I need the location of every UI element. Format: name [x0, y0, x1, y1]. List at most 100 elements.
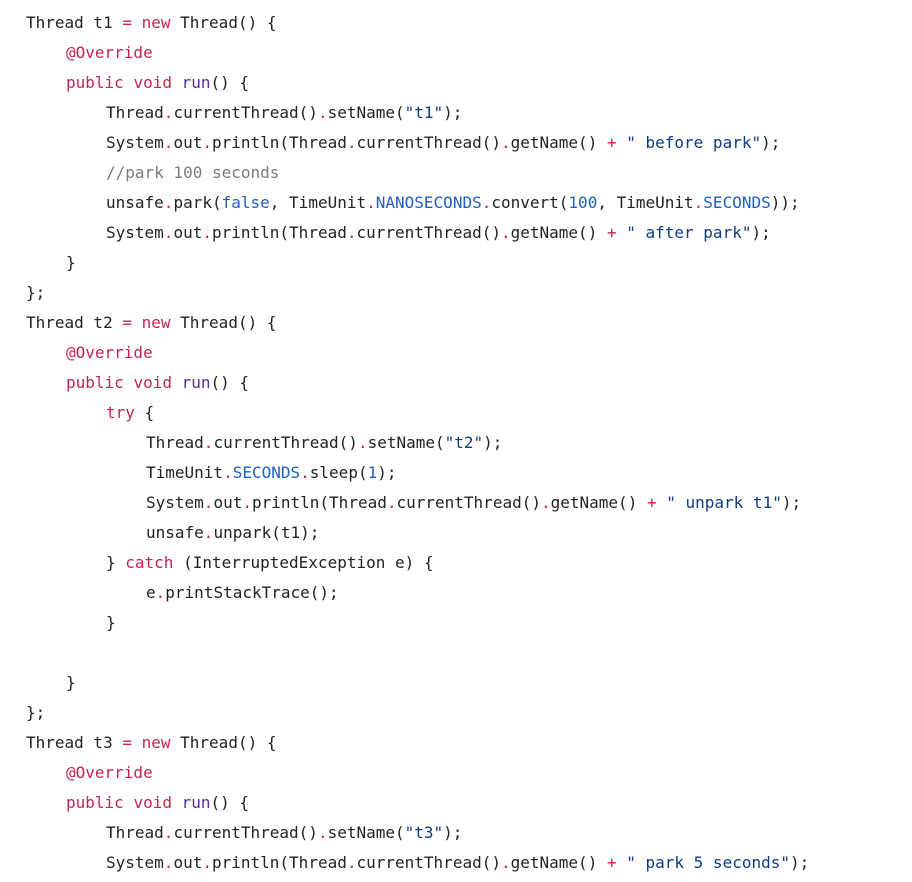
code-token: unpark(t1);	[213, 523, 320, 542]
code-token: .	[693, 193, 704, 212]
code-token	[132, 13, 142, 32]
code-token: out	[173, 223, 203, 242]
code-token: , TimeUnit	[597, 193, 694, 212]
code-token: e	[146, 583, 156, 602]
code-token: 1	[367, 463, 378, 482]
code-token: .	[386, 493, 397, 512]
code-token: }	[106, 553, 126, 572]
code-token: System	[106, 223, 164, 242]
code-line: }	[106, 608, 116, 638]
code-token: .	[163, 223, 174, 242]
code-token: getName()	[510, 853, 607, 872]
code-token: new	[141, 313, 171, 332]
code-token: );	[751, 223, 771, 242]
code-line: public void run() {	[66, 68, 249, 98]
code-token	[172, 373, 182, 392]
code-token: .	[242, 493, 252, 512]
code-token: .	[500, 223, 511, 242]
code-token: );	[761, 133, 781, 152]
code-line: public void run() {	[66, 788, 249, 818]
code-token: unsafe	[146, 523, 204, 542]
code-token: new	[141, 13, 171, 32]
code-token: currentThread()	[173, 103, 318, 122]
code-line: Thread.currentThread().setName("t3");	[106, 818, 462, 848]
code-token: setName(	[327, 103, 405, 122]
code-token: =	[122, 733, 132, 752]
code-token: currentThread()	[356, 133, 501, 152]
code-token: out	[173, 133, 203, 152]
code-token: "t1"	[404, 103, 444, 122]
code-token: out	[213, 493, 243, 512]
code-token: Thread	[146, 433, 204, 452]
code-token: currentThread()	[356, 853, 501, 872]
code-token	[124, 793, 134, 812]
code-token: () {	[210, 373, 250, 392]
code-token: currentThread()	[173, 823, 318, 842]
code-token	[132, 313, 142, 332]
code-token: () {	[210, 73, 250, 92]
code-line: }	[66, 668, 76, 698]
code-token	[617, 223, 627, 242]
code-token: SECONDS	[232, 463, 301, 482]
code-token: Thread() {	[170, 313, 277, 332]
code-token: .	[500, 853, 511, 872]
code-line: }	[66, 248, 76, 278]
code-line: TimeUnit.SECONDS.sleep(1);	[146, 458, 396, 488]
code-token: Thread t2	[26, 313, 123, 332]
code-token: run	[181, 73, 211, 92]
code-token: .	[357, 433, 368, 452]
code-token: .	[163, 193, 174, 212]
code-token: Thread	[106, 103, 164, 122]
code-token: park(	[173, 193, 222, 212]
code-token: .	[202, 133, 212, 152]
code-token	[617, 133, 627, 152]
code-token: run	[181, 793, 211, 812]
code-token: +	[606, 133, 617, 152]
code-token: run	[181, 373, 211, 392]
code-token: getName()	[550, 493, 647, 512]
code-line: };	[26, 698, 45, 728]
code-token: () {	[210, 793, 250, 812]
code-token: +	[646, 493, 657, 512]
code-token: void	[133, 73, 172, 92]
code-token: Thread() {	[170, 13, 277, 32]
code-token: public	[66, 793, 124, 812]
code-token: setName(	[367, 433, 445, 452]
code-token: .	[203, 493, 214, 512]
code-token: setName(	[327, 823, 405, 842]
code-token: +	[606, 853, 617, 872]
code-token: false	[221, 193, 270, 212]
code-token: System	[106, 853, 164, 872]
code-token: currentThread()	[213, 433, 358, 452]
code-line: System.out.println(Thread.currentThread(…	[106, 128, 780, 158]
code-token: " after park"	[626, 223, 752, 242]
code-token	[617, 853, 627, 872]
code-token: }	[66, 253, 76, 272]
code-token: =	[122, 13, 132, 32]
code-token: try	[106, 403, 135, 422]
code-token: (InterruptedException e) {	[173, 553, 434, 572]
code-token	[132, 733, 142, 752]
code-token	[172, 73, 182, 92]
code-token: getName()	[510, 133, 607, 152]
code-line: Thread.currentThread().setName("t1");	[106, 98, 462, 128]
code-line: e.printStackTrace();	[146, 578, 339, 608]
code-token: "t3"	[404, 823, 444, 842]
code-token: .	[163, 133, 174, 152]
code-line: Thread t1 = new Thread() {	[26, 8, 276, 38]
code-token: new	[141, 733, 171, 752]
code-token: out	[173, 853, 203, 872]
code-token: TimeUnit	[146, 463, 224, 482]
code-token: );	[443, 103, 463, 122]
code-token: public	[66, 373, 124, 392]
code-token: .	[155, 583, 166, 602]
code-token: =	[122, 313, 132, 332]
code-token: catch	[125, 553, 174, 572]
code-token: }	[106, 613, 116, 632]
code-token: 100	[568, 193, 598, 212]
code-token: .	[163, 853, 174, 872]
code-token: };	[26, 703, 46, 722]
code-line: } catch (InterruptedException e) {	[106, 548, 434, 578]
code-token: println(Thread	[211, 853, 347, 872]
code-line: @Override	[66, 38, 153, 68]
